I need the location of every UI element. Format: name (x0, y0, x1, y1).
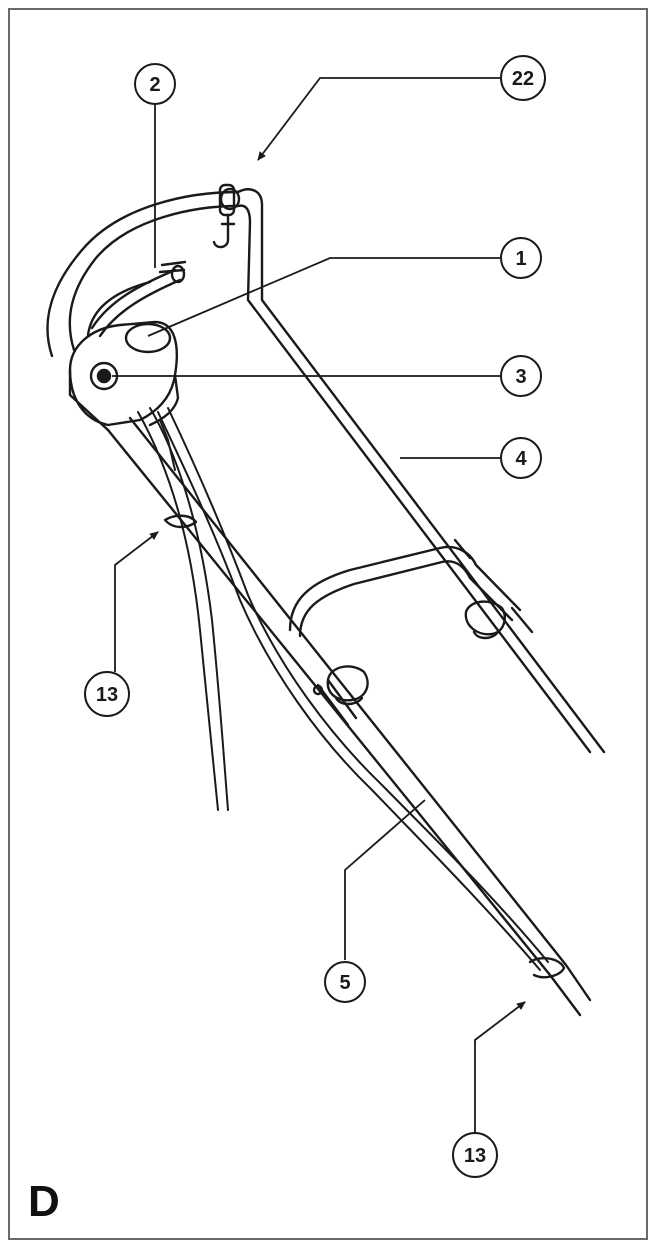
callout-5: 5 (324, 961, 366, 1003)
callout-2: 2 (134, 63, 176, 105)
svg-text:22: 22 (512, 68, 534, 90)
callout-13-lower: 13 (452, 1132, 498, 1178)
callout-13-upper: 13 (84, 671, 130, 717)
callout-4: 4 (500, 437, 542, 479)
callout-1: 1 (500, 237, 542, 279)
figure-letter: D (28, 1177, 60, 1226)
leader-lines (112, 77, 526, 1133)
svg-text:5: 5 (339, 972, 350, 994)
cable-hook (212, 183, 236, 249)
switch-knob (89, 361, 119, 391)
svg-text:1: 1 (515, 248, 526, 270)
lower-handle-tube (106, 416, 592, 1017)
cables (137, 407, 549, 971)
svg-text:4: 4 (515, 448, 527, 470)
svg-text:2: 2 (149, 74, 160, 96)
callout-3: 3 (500, 355, 542, 397)
callout-22: 22 (500, 55, 546, 101)
switch-box (68, 320, 180, 432)
crossbar (288, 538, 534, 727)
clamp-knob-upper (464, 600, 506, 640)
svg-text:3: 3 (515, 366, 526, 388)
svg-text:13: 13 (464, 1145, 486, 1167)
svg-text:13: 13 (96, 684, 118, 706)
clamp-knob-lower (326, 665, 369, 706)
